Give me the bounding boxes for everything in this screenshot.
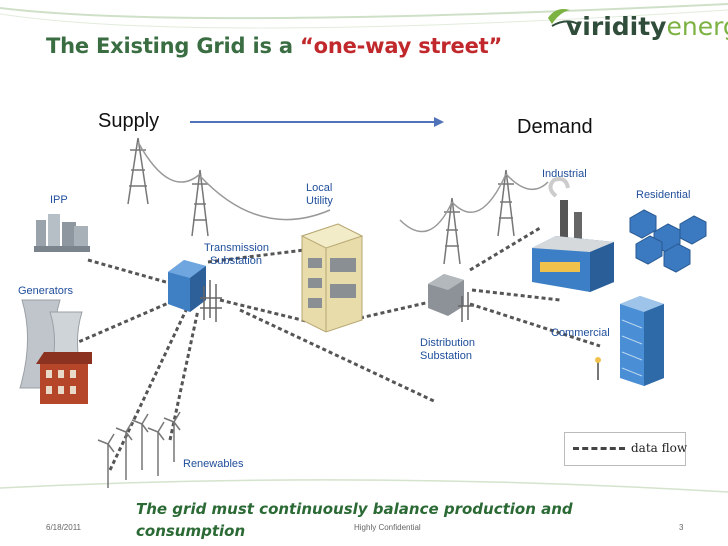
logo-part-1: viridity	[566, 12, 667, 41]
data-flow-lines	[59, 226, 601, 471]
commercial-label: Commercial	[551, 327, 610, 339]
footer-date: 6/18/2011	[46, 523, 81, 532]
distribution-line-1: Distribution	[420, 337, 476, 349]
logo-part-2: energy	[666, 12, 728, 41]
transmission-label-line-1: Transmission	[204, 242, 269, 254]
legend-box: data flow	[564, 432, 688, 466]
transmission-substation-label: Transmission Substation	[204, 242, 269, 268]
header-swoosh-2	[0, 9, 728, 29]
footer-confidential: Highly Confidential	[354, 523, 421, 532]
transmission-substation-icon	[168, 260, 222, 322]
slide-title: The Existing Grid is a “one-way street”	[46, 34, 502, 58]
tagline-line-1: The grid must continuously balance produ…	[136, 500, 573, 518]
distribution-substation-icon	[428, 274, 474, 322]
renewables-label: Renewables	[183, 458, 244, 470]
leaf-icon	[548, 9, 579, 27]
local-utility-label: Local Utility	[306, 182, 333, 208]
legend-dash-line	[573, 447, 625, 450]
residential-label: Residential	[636, 189, 691, 201]
wind-turbines-icon	[97, 411, 181, 488]
local-utility-building-icon	[300, 223, 364, 333]
footer-page-number: 3	[679, 523, 684, 532]
generators-label: Generators	[18, 285, 74, 297]
tagline-line-2: consumption	[136, 522, 246, 540]
industrial-label: Industrial	[542, 168, 587, 180]
residential-houses-icon	[629, 209, 707, 273]
title-highlight: “one-way street”	[299, 34, 503, 58]
footer-swoosh	[0, 479, 728, 493]
ipp-label: IPP	[50, 194, 68, 206]
header-swoosh	[0, 3, 728, 20]
supply-label: Supply	[98, 110, 160, 132]
generators-icon	[19, 299, 92, 404]
distribution-substation-label: Distribution Substation	[420, 337, 475, 363]
local-utility-line-2: Utility	[306, 195, 333, 207]
demand-label: Demand	[517, 116, 593, 138]
local-utility-line-1: Local	[306, 182, 333, 194]
title-prefix: The Existing Grid is a	[46, 34, 300, 58]
commercial-tower-icon	[595, 296, 664, 386]
transmission-towers	[127, 137, 549, 265]
legend-text: data flow	[631, 441, 688, 455]
distribution-line-2: Substation	[420, 350, 472, 362]
industrial-factory-icon	[532, 177, 614, 292]
supply-demand-arrow	[190, 117, 444, 127]
company-logo: viridityenergy	[566, 12, 728, 41]
transmission-label-line-2: Substation	[210, 255, 262, 267]
ipp-plant-icon	[34, 214, 90, 252]
tagline: The grid must continuously balance produ…	[136, 498, 573, 542]
